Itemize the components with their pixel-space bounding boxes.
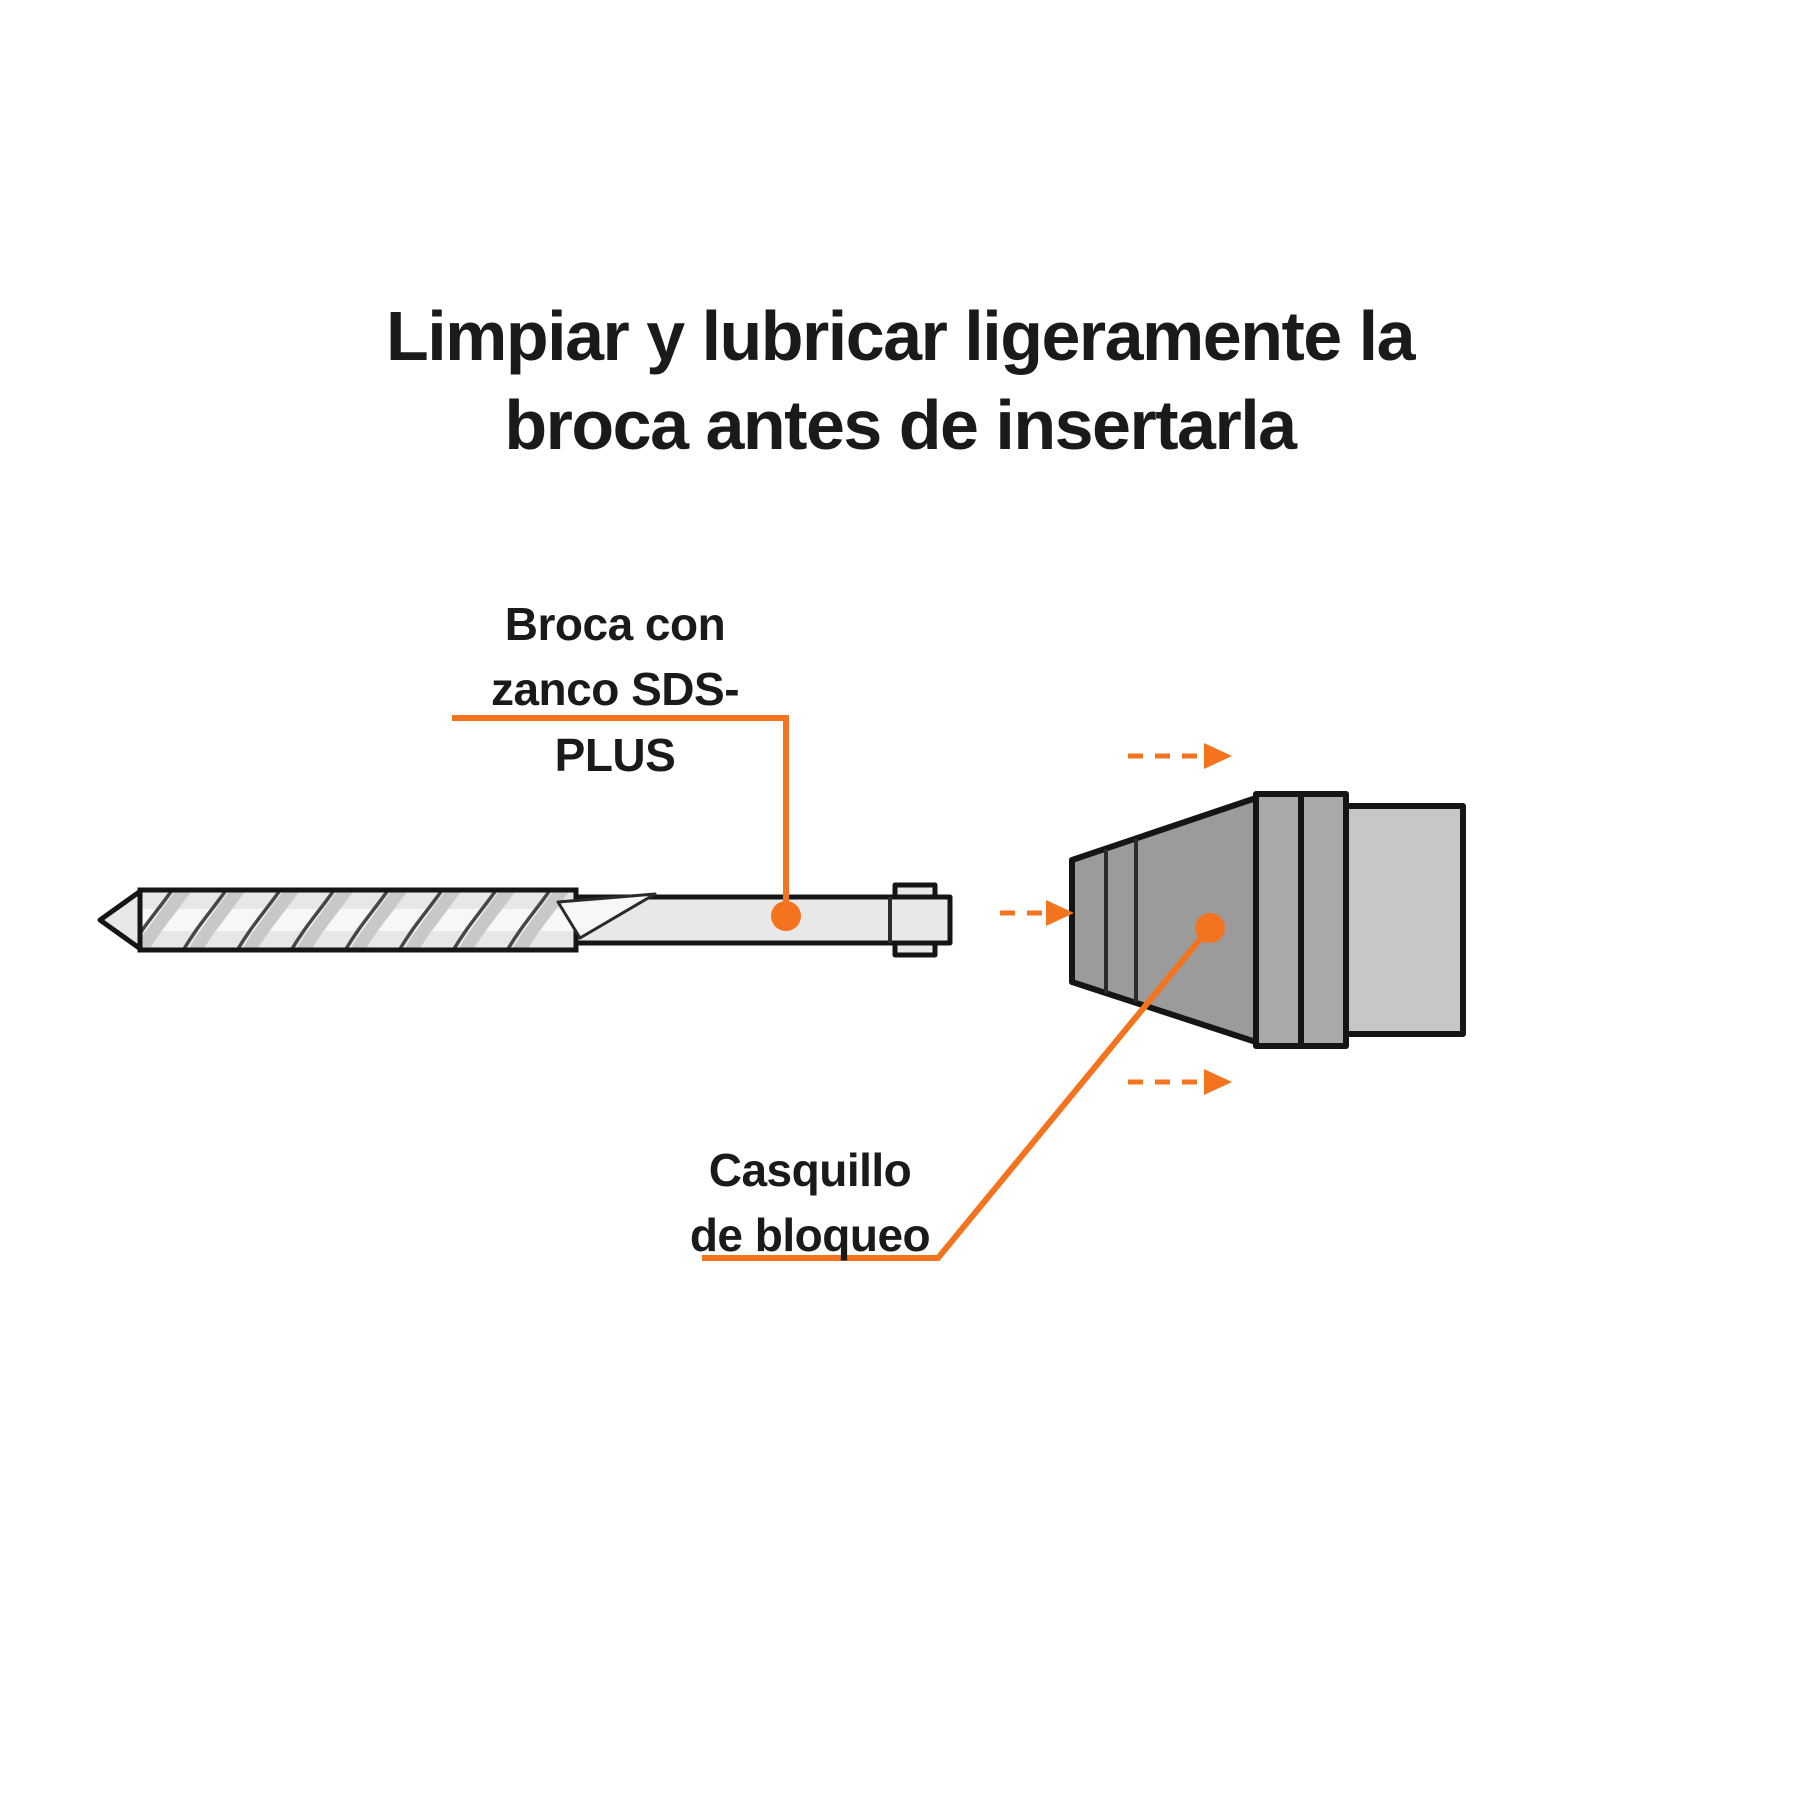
drill-bit-illustration (97, 882, 953, 958)
flute-spirals (140, 890, 571, 950)
flute-highlight (140, 909, 576, 931)
bit-callout-dot (771, 901, 801, 931)
bit-label: Broca con zanco SDS-PLUS (440, 592, 790, 788)
insertion-arrow-top-icon (1128, 743, 1232, 769)
insertion-arrow-middle-icon (1000, 900, 1074, 926)
page-title: Limpiar y lubricar ligeramente la broca … (0, 292, 1800, 470)
bit-label-line-1: Broca con (504, 598, 726, 650)
sleeve-label: Casquillo de bloqueo (655, 1138, 965, 1269)
bit-label-line-2: zanco SDS-PLUS (490, 663, 740, 781)
chuck-body-block (1342, 803, 1466, 1037)
sds-tab-bottom (892, 940, 938, 958)
insertion-arrows (1000, 743, 1232, 1095)
chuck-illustration (1069, 791, 1466, 1049)
chuck-locking-sleeve (1069, 795, 1259, 1045)
sleeve-callout-dot (1195, 913, 1225, 943)
page-title-line-2: broca antes de insertarla (504, 385, 1297, 464)
page-title-line-1: Limpiar y lubricar ligeramente la (385, 297, 1416, 375)
sds-tab-top (892, 882, 938, 900)
insertion-arrow-bottom-icon (1128, 1069, 1232, 1095)
sleeve-label-line-1: Casquillo (708, 1144, 912, 1196)
bit-flutes (140, 890, 576, 950)
bit-tip (97, 887, 145, 953)
sleeve-label-line-2: de bloqueo (689, 1209, 931, 1262)
bit-callout-leader (452, 715, 801, 931)
flute-runout (556, 892, 657, 940)
sleeve-callout-leader (702, 913, 1225, 1261)
